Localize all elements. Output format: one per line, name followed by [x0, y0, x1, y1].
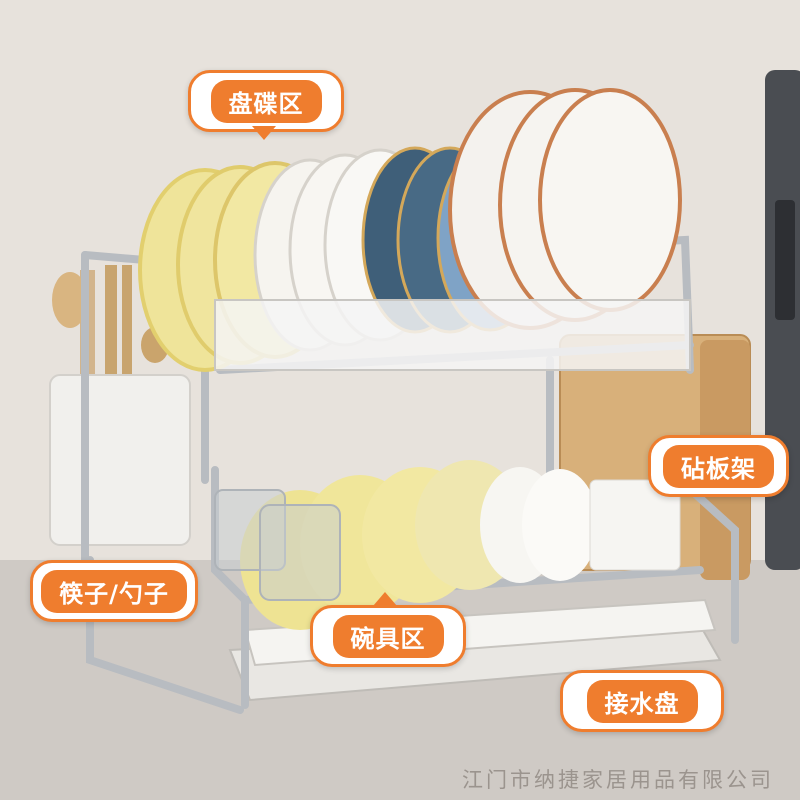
- bowl-zone-tail: [373, 592, 397, 606]
- cutting-board-callout: 砧板架: [648, 435, 789, 497]
- drip-tray-label: 接水盘: [586, 679, 698, 723]
- plates: [138, 88, 682, 372]
- bowl-zone-callout: 碗具区: [310, 605, 466, 667]
- cutting-board-label: 砧板架: [663, 444, 774, 488]
- company-name: 江门市纳捷家居用品有限公司: [462, 768, 774, 792]
- drip-tray-callout: 接水盘: [560, 670, 724, 732]
- upper-front-panel: [214, 299, 691, 371]
- bowl-zone-label: 碗具区: [332, 614, 444, 658]
- plate-zone-callout: 盘碟区: [188, 70, 344, 132]
- plate-zone-tail: [252, 126, 276, 140]
- plate-zone-label: 盘碟区: [210, 79, 322, 123]
- chopsticks-label: 筷子/勺子: [41, 569, 187, 613]
- chopsticks-callout: 筷子/勺子: [30, 560, 198, 622]
- glasses: [214, 489, 341, 601]
